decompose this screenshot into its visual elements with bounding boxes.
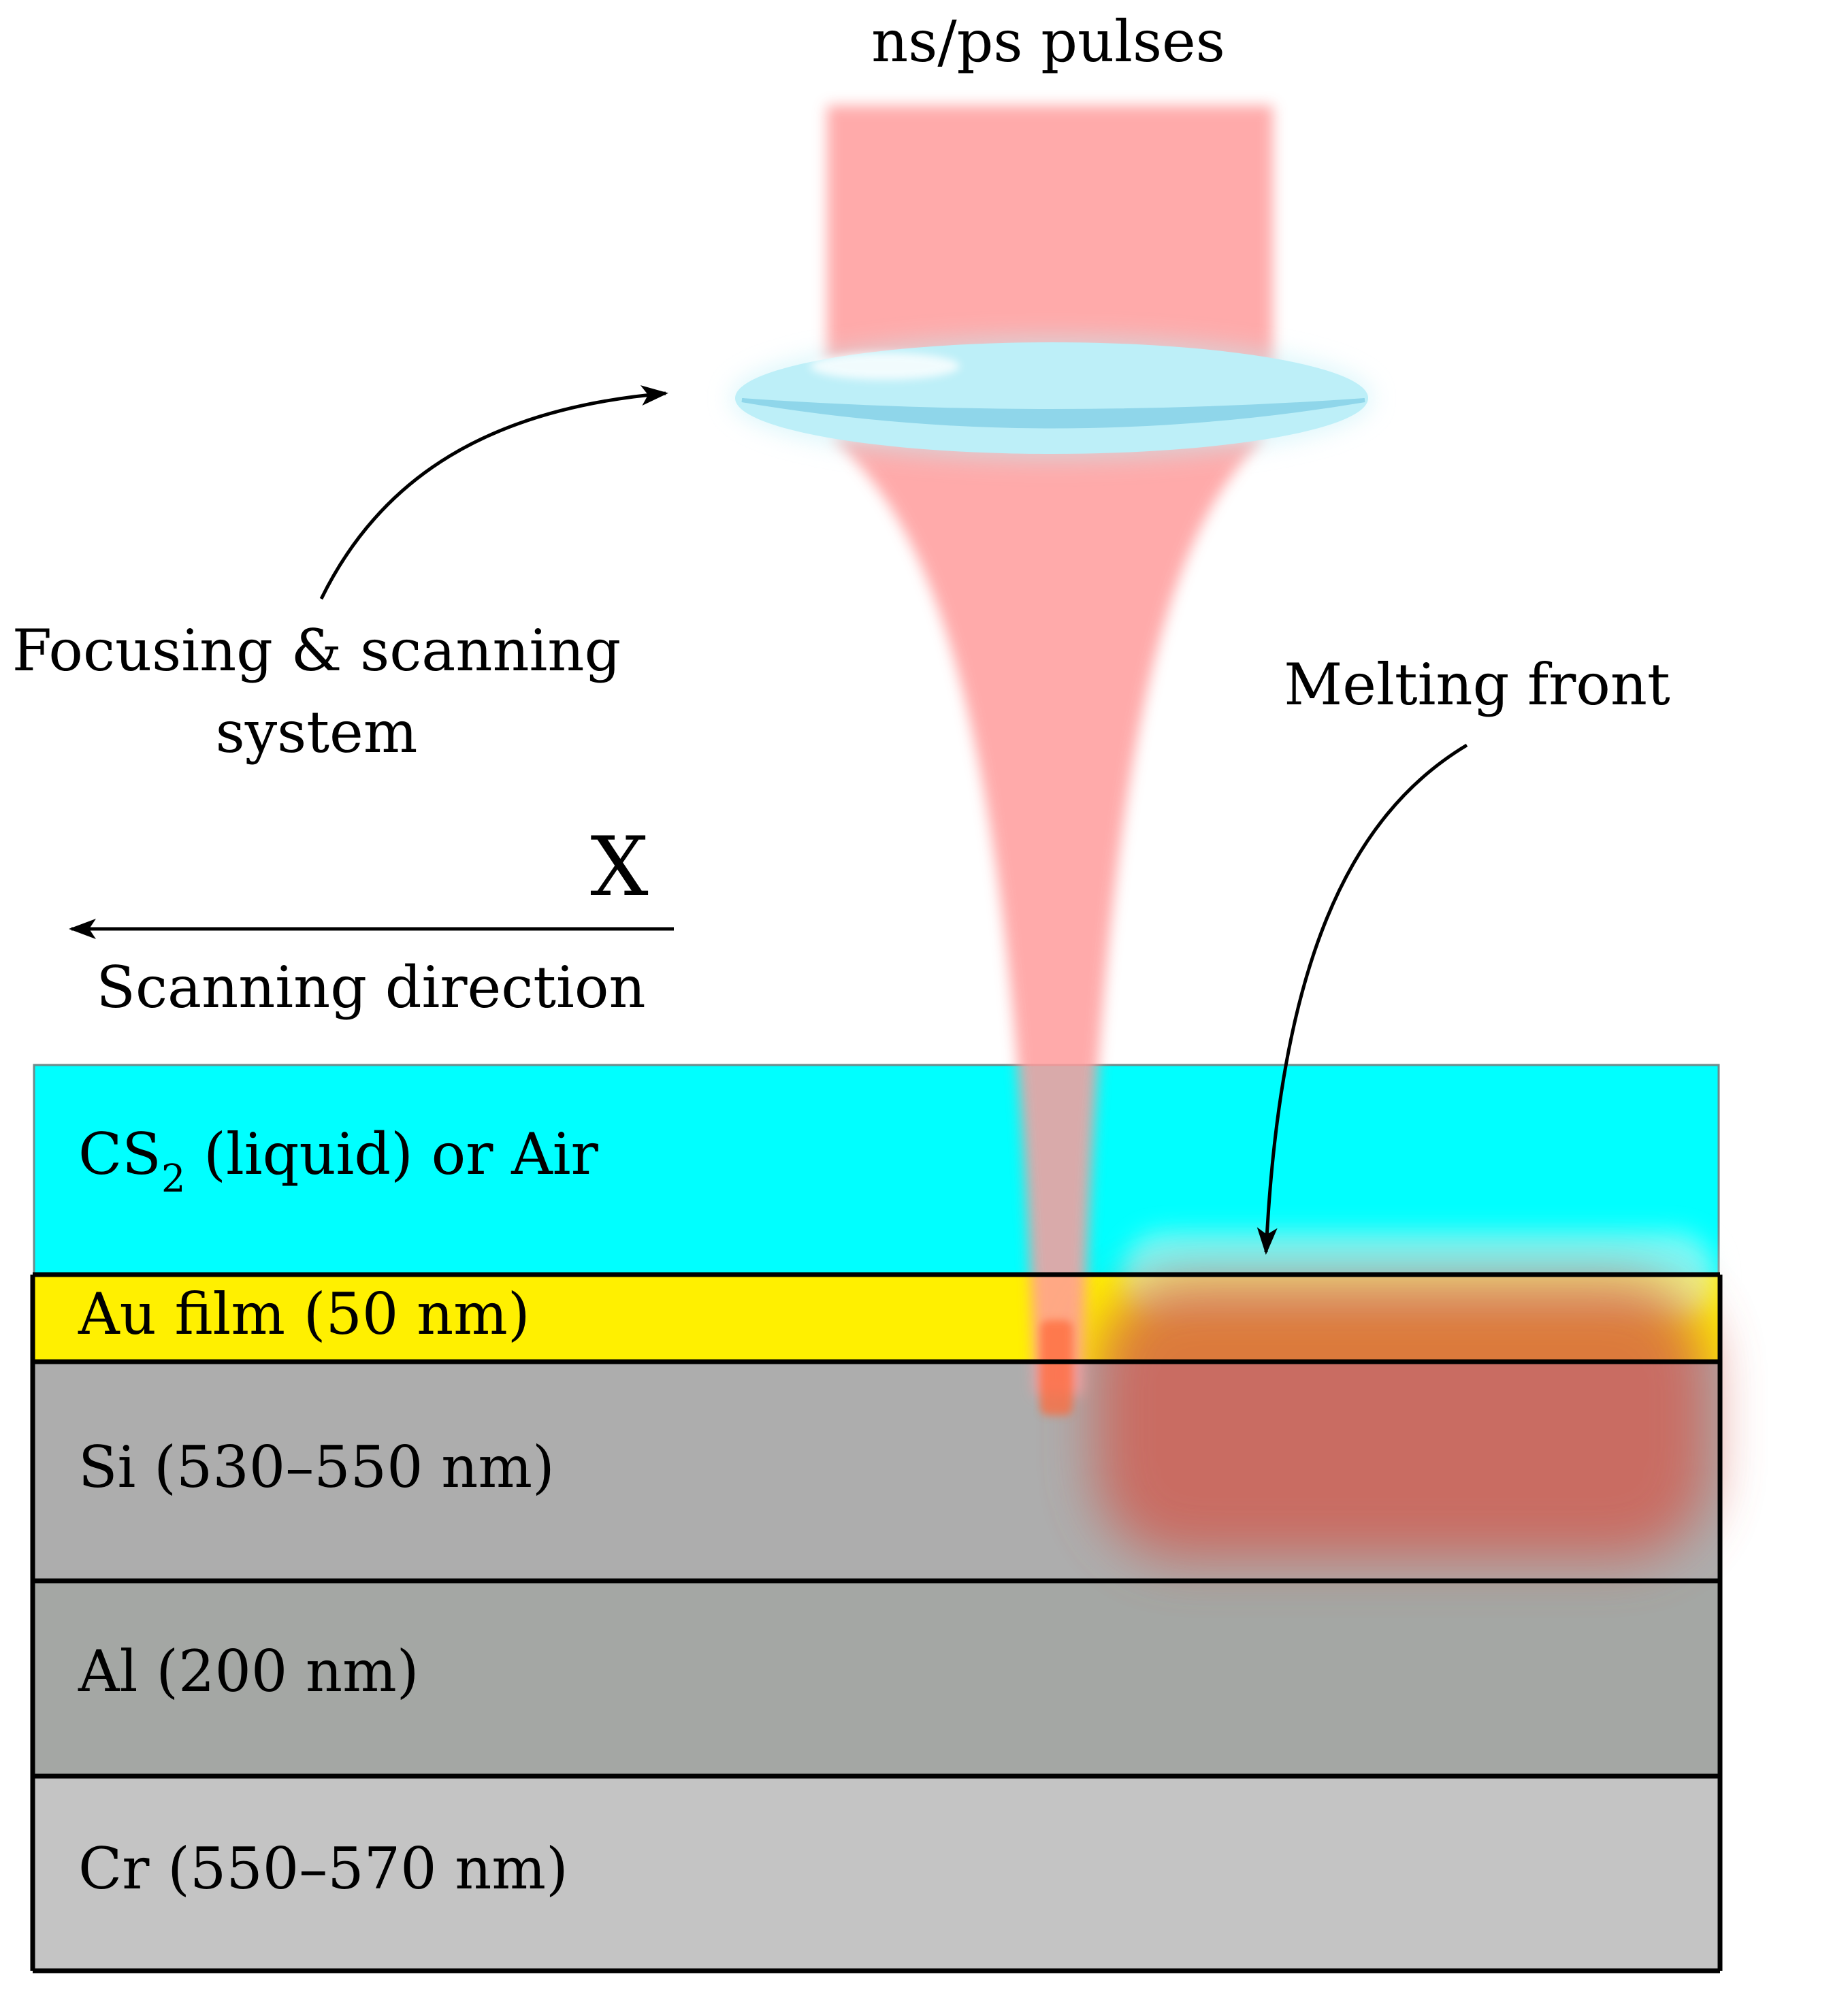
layer-borders [30, 1272, 1723, 1973]
melting-front-arrow [1257, 743, 1468, 1255]
laser-focus-spot [1040, 1320, 1073, 1415]
focusing-system-label-line2: system [216, 699, 418, 766]
layer-al-label: Al (200 nm) [78, 1638, 419, 1705]
layer-si-label: Si (530–550 nm) [78, 1434, 555, 1501]
scanning-direction-label: Scanning direction [96, 954, 645, 1021]
molten-heat-zone [1096, 1279, 1708, 1558]
focusing-system-arrow [319, 385, 668, 600]
pulses-label: ns/ps pulses [871, 8, 1225, 75]
layer-au-film-label: Au film (50 nm) [78, 1281, 530, 1347]
melting-front-label: Melting front [1284, 651, 1670, 718]
focused-beam-cone [830, 436, 1266, 1395]
focusing-lens [732, 337, 1372, 459]
layer-cr [33, 1776, 1720, 1971]
layer-al [33, 1581, 1720, 1776]
lens-highlight [810, 353, 960, 380]
lens-rim [741, 398, 1365, 429]
layer-cr-label: Cr (550–570 nm) [78, 1835, 568, 1902]
layer-cs2-label: CS2 (liquid) or Air [78, 1121, 599, 1201]
focusing-system-label-line1: Focusing & scanning [12, 617, 621, 684]
x-axis-label: X [590, 820, 648, 915]
